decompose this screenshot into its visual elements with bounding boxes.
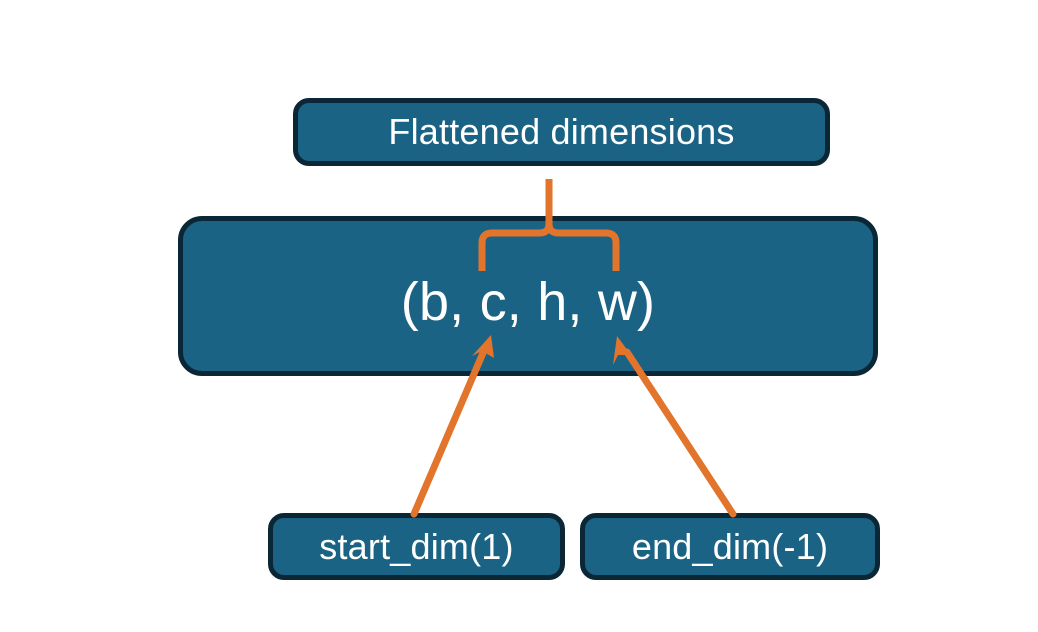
flattened-dimensions-label: Flattened dimensions <box>388 111 735 152</box>
tensor-shape-box: (b, c, h, w) <box>178 216 878 376</box>
start-dim-box: start_dim(1) <box>268 513 565 580</box>
tensor-shape-label: (b, c, h, w) <box>400 272 656 332</box>
start-dim-label: start_dim(1) <box>319 525 514 567</box>
flattened-dimensions-box: Flattened dimensions <box>293 98 830 166</box>
end-dim-label: end_dim(-1) <box>631 525 829 567</box>
end-dim-box: end_dim(-1) <box>580 513 880 580</box>
